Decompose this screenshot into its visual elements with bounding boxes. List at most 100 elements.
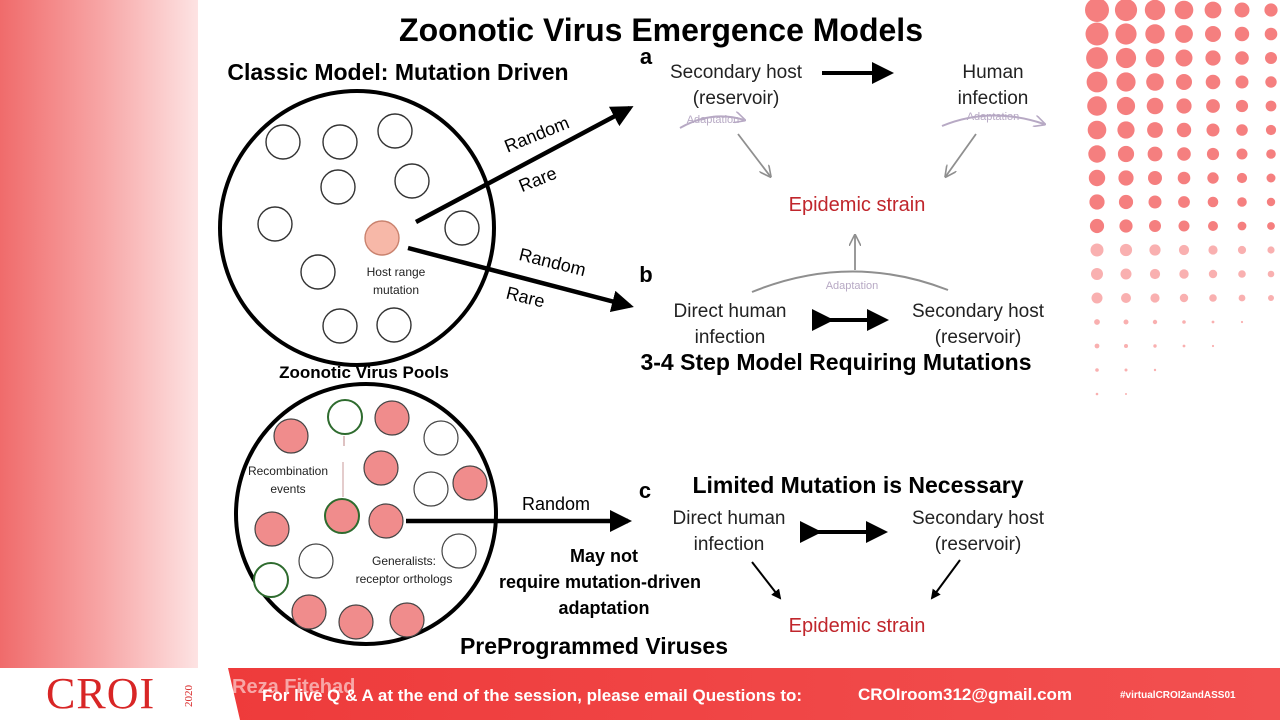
dot-pattern-svg [1085,0,1278,396]
decor-dot [1114,0,1138,22]
decor-dot [1234,2,1250,18]
virus-circle [298,543,334,579]
decor-dot [1174,0,1194,20]
decor-dot [1149,244,1161,256]
decor-dot [1147,122,1163,138]
decor-dot [1095,368,1099,372]
panel-a-secondary-host-line2: (reservoir) [693,88,780,109]
decor-dot [1153,344,1157,348]
decor-dot [1237,245,1247,255]
footer-message: For live Q & A at the end of the session… [262,686,803,705]
decor-dot [1178,220,1190,232]
panel-c-secondary-line1: Secondary host [912,508,1045,529]
decor-dot [1237,197,1247,207]
panel-a-adaptation-right-arc [941,114,1044,126]
decor-dot [1095,392,1099,396]
panel-b-secondary-line1: Secondary host [912,301,1045,322]
decor-dot [1182,320,1186,324]
decor-dot [1238,294,1246,302]
decor-dot [1236,124,1248,136]
decor-dot [1091,292,1103,304]
decor-dot [1117,121,1135,139]
panel-c-heading: Limited Mutation is Necessary [692,472,1023,498]
decor-dot [1176,122,1192,138]
host-range-label-line1: Host range [367,265,426,279]
virus-circle-green [327,399,363,435]
decor-dot [1094,319,1100,325]
panel-c-secondary-line2: (reservoir) [935,534,1022,555]
footer-hashtag: #virtualCROI2andASS01 [1120,690,1236,701]
decor-dot [1265,100,1277,112]
panel-a-epidemic-strain: Epidemic strain [789,194,926,216]
croi-logo: CROI [46,669,156,718]
virus-circle [423,420,459,456]
decor-dot [1144,0,1166,21]
decor-dot [1145,48,1165,68]
virus-circle [320,169,356,205]
decor-dot [1123,319,1129,325]
decor-dot [1179,293,1189,303]
footer-email-link[interactable]: CROIroom312@gmail.com [858,685,1073,704]
decor-dot [1208,245,1218,255]
decor-dot [1148,195,1162,209]
decor-dot [1178,196,1190,208]
virus-circle-pink [363,450,399,486]
panel-a-adaptation-left-arc [679,116,744,129]
decor-dot [1206,123,1220,137]
decor-dot [1118,170,1134,186]
virus-circle-pink [368,503,404,539]
panel-a-letter: a [640,44,653,69]
decor-dot [1205,74,1221,90]
decor-dot [1267,222,1275,230]
virus-circle [444,210,480,246]
arrow-c-label-random: Random [522,494,590,514]
decor-dot [1208,221,1218,231]
decor-dot [1237,221,1247,231]
decor-dot [1090,243,1104,257]
panel-a-human-line2: infection [958,88,1029,109]
virus-circle [377,113,413,149]
virus-circle-pink [254,511,290,547]
decor-dot [1119,219,1133,233]
panel-a-adaptation-left: Adaptation [687,114,740,126]
decor-dot [1086,47,1108,69]
decor-dot [1211,320,1215,324]
decor-dot [1089,218,1105,234]
decor-dot [1085,0,1109,22]
decor-dot [1204,1,1222,19]
panel-b-secondary-line2: (reservoir) [935,327,1022,348]
panel-a-human-line1: Human [962,62,1023,83]
decor-dot [1145,24,1165,44]
decor-dot [1177,147,1191,161]
decor-dot [1152,319,1158,325]
decor-dot [1087,96,1107,116]
decor-dot [1088,145,1106,163]
croi-logo-year: 2020 [183,685,195,707]
arrow-to-model-b [407,245,634,313]
decor-dot [1267,270,1275,278]
panel-b-adaptation: Adaptation [826,280,879,292]
virus-circle [441,533,477,569]
virus-circle [413,471,449,507]
decor-dot [1234,26,1250,42]
decor-dot [1153,368,1157,372]
decor-dot [1146,73,1164,91]
decor-dot [1178,244,1190,256]
decor-dot [1115,23,1137,45]
decor-dot [1264,3,1278,17]
decor-dot [1176,98,1192,114]
virus-circle-pink [374,400,410,436]
panel-b-direct-line2: infection [695,327,766,348]
decor-dot [1148,171,1162,185]
decor-dot [1240,320,1244,324]
decor-dot [1175,25,1193,43]
decor-dot [1236,172,1248,184]
diagram-svg: Zoonotic Virus Emergence Models Classic … [218,12,1085,659]
decor-dot [1207,172,1219,184]
panel-a-arrow-to-epidemic-left [737,133,770,176]
panel-c-arrow-to-epidemic-right [930,559,961,600]
virus-circle [376,307,412,343]
decor-dot [1121,293,1131,303]
may-not-line1: May not [570,546,638,566]
decor-dot [1208,269,1218,279]
